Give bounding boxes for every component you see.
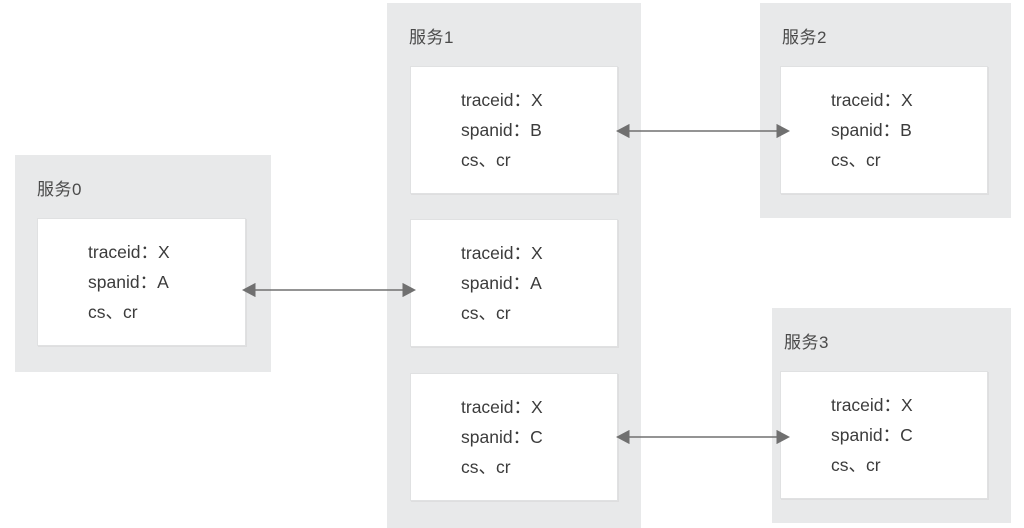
span-box-service3-span-c: traceid：X spanid：C cs、cr — [780, 371, 988, 499]
span-annotations: cs、cr — [461, 303, 511, 323]
span-annotations: cs、cr — [461, 457, 511, 477]
span-annotations: cs、cr — [88, 302, 138, 322]
span-annotations: cs、cr — [831, 150, 881, 170]
span-box-service1-span-c: traceid：X spanid：C cs、cr — [410, 373, 618, 501]
span-spanid: spanid：C — [831, 425, 913, 445]
span-traceid: traceid：X — [461, 243, 543, 263]
span-spanid: spanid：C — [461, 427, 543, 447]
service-group-service0: 服务0 traceid：X spanid：A cs、cr — [15, 155, 271, 372]
span-text-service1-span-a: traceid：X spanid：A cs、cr — [461, 238, 543, 328]
span-traceid: traceid：X — [831, 90, 913, 110]
span-traceid: traceid：X — [461, 90, 543, 110]
service-group-service2: 服务2 traceid：X spanid：B cs、cr — [760, 3, 1011, 218]
span-box-service1-span-b: traceid：X spanid：B cs、cr — [410, 66, 618, 194]
service-label-service2: 服务2 — [782, 28, 827, 47]
span-traceid: traceid：X — [831, 395, 913, 415]
span-text-service2-span-b: traceid：X spanid：B cs、cr — [831, 85, 913, 175]
span-traceid: traceid：X — [88, 242, 170, 262]
span-spanid: spanid：B — [461, 120, 542, 140]
span-box-service0-span-a: traceid：X spanid：A cs、cr — [37, 218, 246, 346]
span-text-service1-span-b: traceid：X spanid：B cs、cr — [461, 85, 543, 175]
span-spanid: spanid：A — [461, 273, 542, 293]
service-group-service3: 服务3 traceid：X spanid：C cs、cr — [772, 308, 1011, 523]
span-box-service2-span-b: traceid：X spanid：B cs、cr — [780, 66, 988, 194]
span-spanid: spanid：A — [88, 272, 169, 292]
span-box-service1-span-a: traceid：X spanid：A cs、cr — [410, 219, 618, 347]
service-label-service1: 服务1 — [409, 28, 454, 47]
span-traceid: traceid：X — [461, 397, 543, 417]
service-group-service1: 服务1 traceid：X spanid：B cs、cr traceid：X s… — [387, 3, 641, 528]
connector-service1-service3 — [616, 429, 790, 445]
service-label-service3: 服务3 — [784, 333, 829, 352]
span-text-service3-span-c: traceid：X spanid：C cs、cr — [831, 390, 913, 480]
connector-service0-service1 — [242, 282, 416, 298]
span-text-service0-span-a: traceid：X spanid：A cs、cr — [88, 237, 170, 327]
service-label-service0: 服务0 — [37, 180, 82, 199]
span-annotations: cs、cr — [461, 150, 511, 170]
span-text-service1-span-c: traceid：X spanid：C cs、cr — [461, 392, 543, 482]
connector-service1-service2 — [616, 123, 790, 139]
span-annotations: cs、cr — [831, 455, 881, 475]
span-spanid: spanid：B — [831, 120, 912, 140]
